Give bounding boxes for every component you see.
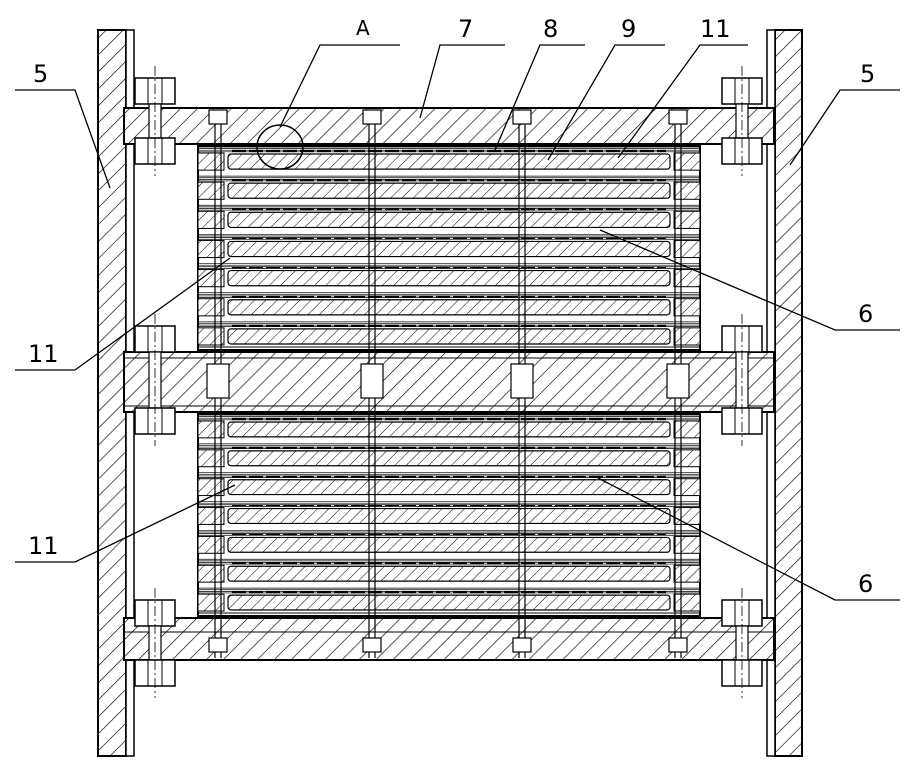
end-block-left xyxy=(197,535,225,554)
end-block-left xyxy=(197,478,225,497)
end-block-left xyxy=(197,593,225,612)
end-block-right xyxy=(673,593,701,612)
end-block-right xyxy=(673,210,701,229)
bolt xyxy=(721,314,763,446)
callout-part-11-mid: 11 xyxy=(28,340,59,368)
end-block-right xyxy=(673,478,701,497)
detail-circle-a xyxy=(256,124,304,170)
end-block-right xyxy=(673,327,701,346)
bolt xyxy=(134,588,176,698)
steel-plate xyxy=(227,240,671,258)
rod-coupler xyxy=(666,363,690,399)
bolt xyxy=(134,314,176,446)
steel-plate xyxy=(227,594,671,611)
end-block-right xyxy=(673,449,701,468)
callout-part-9: 9 xyxy=(621,15,636,43)
end-block-right xyxy=(673,507,701,525)
rod-nut xyxy=(362,637,382,653)
rod-nut xyxy=(668,109,688,125)
end-block-right xyxy=(673,564,701,583)
rod-coupler xyxy=(360,363,384,399)
middle-plate xyxy=(123,351,775,413)
rod-coupler xyxy=(206,363,230,399)
callout-part-11-top: 11 xyxy=(700,15,731,43)
end-block-left xyxy=(197,327,225,346)
callout-part-7: 7 xyxy=(458,15,473,43)
steel-plate xyxy=(227,421,671,438)
end-block-left xyxy=(197,269,225,288)
end-block-left xyxy=(197,564,225,583)
end-block-left xyxy=(197,181,225,200)
bottom-plate xyxy=(123,617,775,661)
laminate-stack-lower xyxy=(197,413,701,617)
tie-rods xyxy=(206,109,690,658)
callout-part-5-left: 5 xyxy=(33,60,48,88)
end-block-right xyxy=(673,152,701,171)
steel-plate xyxy=(227,269,671,287)
end-block-left xyxy=(197,507,225,525)
callout-part-11-low: 11 xyxy=(28,532,59,560)
steel-plate xyxy=(227,328,671,345)
laminate-stack-upper xyxy=(197,145,701,351)
leader-lines xyxy=(15,44,900,601)
end-block-right xyxy=(673,535,701,554)
steel-plate xyxy=(227,565,671,582)
end-block-left xyxy=(197,239,225,259)
callout-labels: A 7 8 9 11 5 5 6 6 11 11 xyxy=(28,15,875,598)
end-block-right xyxy=(673,298,701,317)
rod-coupler xyxy=(510,363,534,399)
rod-nut xyxy=(668,637,688,653)
top-plate xyxy=(123,107,775,145)
rod-nut xyxy=(208,637,228,653)
callout-part-5-right: 5 xyxy=(860,60,875,88)
callout-part-6-lower: 6 xyxy=(858,570,873,598)
end-block-right xyxy=(673,239,701,259)
end-block-left xyxy=(197,420,225,439)
bolts xyxy=(134,66,763,698)
bolt xyxy=(721,588,763,698)
bolt xyxy=(721,66,763,176)
steel-plate xyxy=(227,299,671,316)
end-block-right xyxy=(673,181,701,200)
steel-plate xyxy=(227,507,671,525)
rod-nut xyxy=(512,637,532,653)
callout-detail-a: A xyxy=(356,16,370,40)
end-block-right xyxy=(673,420,701,439)
end-block-left xyxy=(197,449,225,468)
steel-plate xyxy=(227,153,671,170)
steel-plate xyxy=(227,182,671,199)
steel-plate xyxy=(227,211,671,229)
callout-part-6-upper: 6 xyxy=(858,300,873,328)
end-block-left xyxy=(197,152,225,171)
callout-part-8: 8 xyxy=(543,15,558,43)
rod-nut xyxy=(208,109,228,125)
end-block-right xyxy=(673,269,701,288)
steel-plate xyxy=(227,536,671,553)
end-block-left xyxy=(197,210,225,229)
rod-nut xyxy=(362,109,382,125)
steel-plate xyxy=(227,479,671,496)
steel-plate xyxy=(227,450,671,467)
end-block-left xyxy=(197,298,225,317)
rod-nut xyxy=(512,109,532,125)
bolt xyxy=(134,66,176,176)
